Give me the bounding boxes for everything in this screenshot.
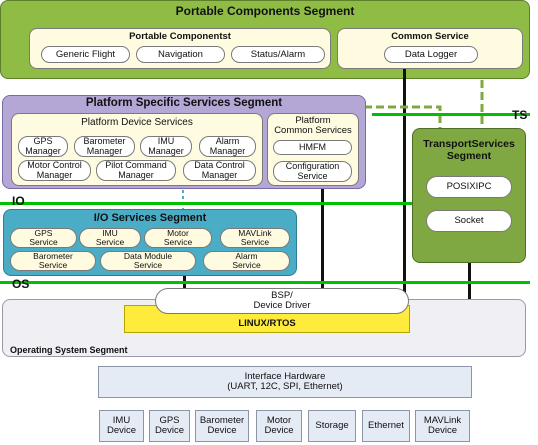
gps-manager: GPS Manager	[18, 136, 68, 157]
generic-flight-component: Generic Flight	[41, 46, 130, 63]
motor-control-manager: Motor Control Manager	[18, 160, 91, 181]
imu-manager: IMU Manager	[140, 136, 192, 157]
connector-line-data-logger	[403, 69, 406, 301]
navigation-component: Navigation	[136, 46, 225, 63]
alarm-manager: Alarm Manager	[199, 136, 256, 157]
hmfm-service: HMFM	[273, 140, 352, 155]
barometer-service: Barometer Service	[10, 251, 96, 271]
platform-common-services-title: Platform Common Services	[274, 115, 352, 137]
io-label: IO	[12, 194, 25, 208]
io-segment-title: I/O Services Segment	[93, 212, 207, 224]
gps-device: GPS Device	[149, 410, 190, 442]
ts-boundary-line	[372, 113, 530, 116]
status-alarm-component: Status/Alarm	[231, 46, 325, 63]
barometer-manager: Barometer Manager	[74, 136, 135, 157]
io-boundary-line	[0, 202, 412, 205]
connector-line-platform-common	[321, 188, 324, 300]
os-boundary-line	[0, 281, 530, 284]
data-module-service: Data Module Service	[100, 251, 196, 271]
ethernet-device: Ethernet	[362, 410, 410, 442]
linux-rtos-label: LINUX/RTOS	[238, 318, 296, 329]
dashed-connector-platform-transport	[364, 105, 442, 128]
barometer-device: Barometer Device	[195, 410, 249, 442]
platform-device-services-title: Platform Device Services	[81, 117, 193, 128]
gps-service: GPS Service	[10, 228, 77, 248]
bsp-device-driver: BSP/ Device Driver	[155, 288, 409, 314]
imu-service: IMU Service	[79, 228, 141, 248]
portable-components-title: Portable Componentst	[129, 31, 231, 42]
portable-segment-title: Portable Components Segment	[175, 4, 355, 18]
data-logger-service: Data Logger	[384, 46, 478, 63]
configuration-service: Configuration Service	[273, 161, 352, 182]
os-label: OS	[12, 277, 30, 291]
transport-segment-title: TransportServices Segment	[423, 138, 515, 163]
pilot-command-manager: Pilot Command Manager	[96, 160, 176, 181]
common-service-title: Common Service	[391, 31, 469, 42]
data-control-manager: Data Control Manager	[183, 160, 256, 181]
os-segment-title: Operating System Segment	[10, 345, 128, 355]
mavlink-device: MAVLink Device	[415, 410, 470, 442]
platform-segment-title: Platform Specific Services Segment	[85, 97, 283, 109]
alarm-service: Alarm Service	[203, 251, 290, 271]
interface-hardware: Interface Hardware (UART, 12C, SPI, Ethe…	[98, 366, 472, 398]
socket-service: Socket	[426, 210, 512, 232]
ts-label: TS	[512, 108, 528, 122]
storage-device: Storage	[308, 410, 356, 442]
posix-ipc-service: POSIXIPC	[426, 176, 512, 198]
imu-device: IMU Device	[99, 410, 144, 442]
mavlink-service: MAVLink Service	[220, 228, 290, 248]
motor-device: Motor Device	[256, 410, 302, 442]
motor-service: Motor Service	[144, 228, 212, 248]
